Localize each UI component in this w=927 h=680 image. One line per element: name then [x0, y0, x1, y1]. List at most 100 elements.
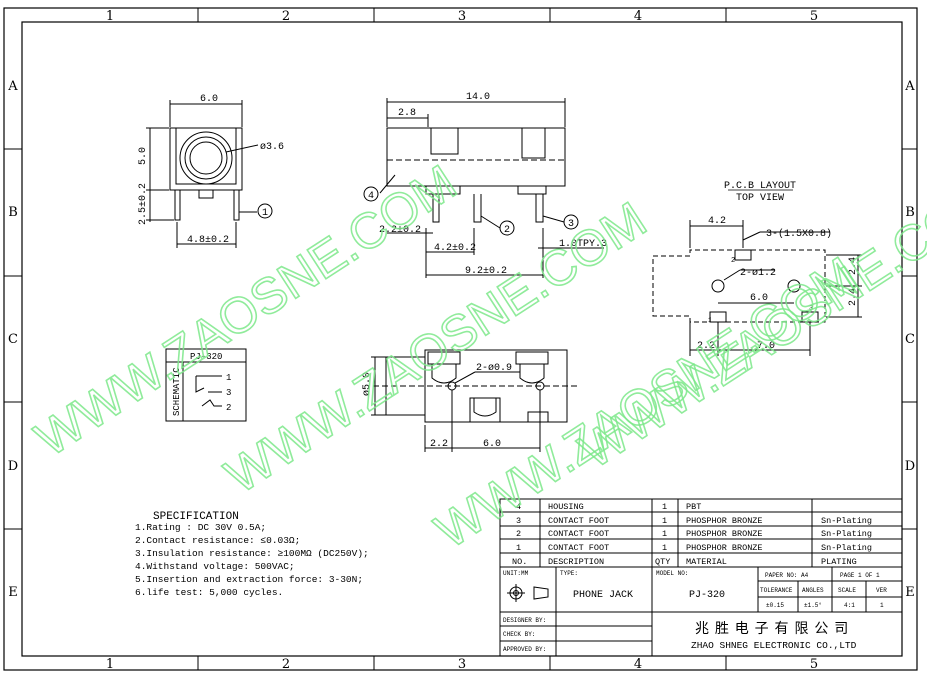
side-dim-offset: 2.8: [398, 108, 416, 119]
column-ticks: [4, 8, 917, 670]
bom-header-qty: QTY: [655, 557, 670, 567]
title-block: [499, 566, 903, 657]
tb-ver-value: 1: [880, 602, 884, 609]
bottom-dim-holes: 2-ø0.9: [476, 363, 512, 374]
tb-scale: SCALE: [838, 587, 856, 594]
bottom-dim-a: 2.2: [430, 439, 448, 450]
pcb-layout: [652, 220, 862, 356]
tb-approved: APPROVED BY:: [503, 646, 546, 653]
row-label-a: A: [7, 79, 18, 94]
bom-rows: 4 HOUSING 1 PBT 3 CONTACT FOOT 1 PHOSPHO…: [512, 502, 872, 567]
bom-no-4: 4: [516, 502, 521, 512]
spec-item-3: 3.Insulation resistance: ≥100MΩ (DC250V)…: [135, 548, 369, 559]
tb-company-en: ZHAO SHNEG ELECTRONIC CO.,LTD: [691, 640, 857, 651]
tb-ang-value: ±1.5°: [804, 602, 822, 609]
spec-item-1: 1.Rating : DC 30V 0.5A;: [135, 522, 266, 533]
bom-desc-4: HOUSING: [548, 502, 584, 512]
col-label-3-bottom: 3: [458, 657, 466, 672]
pcb-dim-42: 4.2: [708, 216, 726, 227]
side-callout-4: 4: [368, 191, 374, 202]
front-callout-1: 1: [262, 208, 268, 219]
side-callout-2: 2: [504, 225, 510, 236]
tb-type-label: TYPE:: [560, 570, 578, 577]
front-dim-height: 5.0: [138, 147, 149, 165]
col-label-2: 2: [282, 9, 290, 24]
pcb-dim-holes: 2-ø1.2: [740, 268, 776, 279]
pcb-pad-1: 1: [708, 317, 712, 325]
col-label-2-bottom: 2: [282, 657, 290, 672]
front-dim-pin-spacing: 4.8±0.2: [187, 235, 229, 246]
pcb-title: P.C.B LAYOUT: [724, 181, 796, 192]
tb-page: PAGE 1 OF 1: [840, 572, 880, 579]
bom-header-plating: PLATING: [821, 557, 857, 567]
front-view: [146, 100, 273, 248]
pcb-dim-24b: 2.4: [848, 288, 859, 306]
tb-unit: UNIT:MM: [503, 570, 529, 577]
side-callout-3: 3: [568, 219, 574, 230]
row-label-e-right: E: [905, 585, 915, 600]
bottom-dim-b: 6.0: [483, 439, 501, 450]
tb-check: CHECK BY:: [503, 631, 535, 638]
schematic-pin-1: 1: [226, 373, 231, 383]
tb-ver: VER: [876, 587, 887, 594]
pcb-dim-60: 6.0: [750, 293, 768, 304]
col-label-4: 4: [634, 9, 642, 24]
schematic-pin-2: 2: [226, 403, 231, 413]
bom-no-2: 2: [516, 529, 521, 539]
col-label-5-bottom: 5: [810, 657, 818, 672]
inner-border: [21, 21, 903, 657]
bom-no-3: 3: [516, 516, 521, 526]
outer-border: [3, 7, 918, 671]
bom-plating-2: Sn-Plating: [821, 529, 872, 539]
bom-qty-3: 1: [662, 516, 667, 526]
side-dim-length: 14.0: [466, 92, 490, 103]
projection-symbol-icon: [507, 584, 549, 602]
tb-scale-value: 4:1: [844, 602, 855, 609]
front-dim-hole: ø3.6: [260, 142, 284, 153]
bom-no-1: 1: [516, 543, 521, 553]
tb-angles: ANGLES: [802, 587, 824, 594]
tb-company-cn: 兆 胜 电 子 有 限 公 司: [695, 620, 849, 636]
bom-mat-2: PHOSPHOR BRONZE: [686, 529, 763, 539]
row-label-e: E: [8, 585, 18, 600]
spec-item-6: 6.life test: 5,000 cycles.: [135, 587, 283, 598]
bom-desc-3: CONTACT FOOT: [548, 516, 609, 526]
row-label-b: B: [8, 205, 18, 220]
spec-title: SPECIFICATION: [153, 511, 239, 523]
tb-tol-value: ±0.15: [766, 602, 784, 609]
col-label-1: 1: [106, 9, 114, 24]
row-label-b-right: B: [905, 205, 915, 220]
tb-designer: DESIGNER BY:: [503, 617, 546, 624]
tb-type-value: PHONE JACK: [573, 590, 633, 601]
bom-header-no: NO.: [512, 557, 527, 567]
spec-item-5: 5.Insertion and extraction force: 3-30N;: [135, 574, 363, 585]
row-label-d-right: D: [905, 459, 915, 474]
spec-item-4: 4.Withstand voltage: 500VAC;: [135, 561, 295, 572]
bom-qty-2: 1: [662, 529, 667, 539]
side-dim-a: 2.2±0.2: [379, 225, 421, 236]
side-dim-c: 9.2±0.2: [465, 266, 507, 277]
watermark: WWW.ZAOSNE.COM WWW.ZAOSNE.COM WWW.ZAOSNE…: [25, 153, 927, 560]
schematic-label: SCHEMATIC: [172, 367, 182, 416]
spec-item-2: 2.Contact resistance: ≤0.03Ω;: [135, 535, 300, 546]
schematic-pin-3: 3: [226, 388, 231, 398]
bottom-dim-dia: ø5.0: [362, 372, 373, 396]
bom-qty-4: 1: [662, 502, 667, 512]
pcb-pad-3: 3: [809, 305, 813, 313]
tb-model-value: PJ-320: [689, 590, 725, 601]
row-label-c-right: C: [905, 332, 915, 347]
schematic-model: PJ-320: [190, 352, 222, 362]
row-label-c: C: [8, 332, 18, 347]
row-label-d: D: [8, 459, 18, 474]
pcb-dim-22: 2.2: [697, 341, 715, 352]
pcb-dim-70: 7.0: [757, 341, 775, 352]
pcb-subtitle: TOP VIEW: [736, 193, 784, 204]
pcb-pad-2: 2: [731, 257, 735, 265]
pcb-dim-pads: 3-(1.5X0.8): [766, 228, 832, 240]
bom-plating-1: Sn-Plating: [821, 543, 872, 553]
side-dim-typ: 1.0TPY.3: [559, 239, 607, 250]
col-label-4-bottom: 4: [634, 657, 642, 672]
bom-desc-2: CONTACT FOOT: [548, 529, 609, 539]
tb-model-label: MODEL NO:: [656, 570, 688, 577]
